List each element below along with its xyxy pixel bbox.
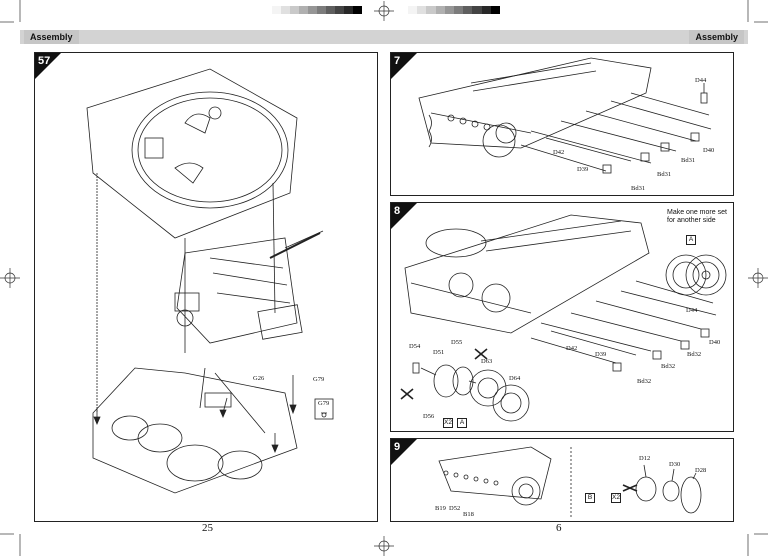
label-g79: G79 [313, 376, 325, 383]
color-strip-right [408, 6, 501, 14]
label-d54: D54 [409, 343, 421, 350]
label-d55: D55 [451, 339, 463, 346]
label-d63: D63 [481, 358, 493, 365]
label-d51: D51 [433, 349, 445, 356]
label-bd31-c: Bd31 [681, 157, 696, 164]
label-bd32-b: Bd32 [661, 363, 676, 370]
quantity-x2-box: X2 [443, 418, 453, 428]
header-right-title: Assembly [689, 30, 744, 44]
label-d64: D64 [509, 375, 521, 382]
label-bd31-b: Bd31 [657, 171, 672, 178]
header-bar [20, 30, 748, 44]
step-8-illustration [400, 214, 727, 422]
step-7-number: 7 [394, 55, 401, 67]
step-8-note: Make one more set for another side [667, 209, 727, 224]
label-bd32-a: Bd32 [637, 378, 652, 385]
step-8-number: 8 [394, 205, 401, 217]
label-d39: D39 [577, 166, 589, 173]
step-9-number: 9 [394, 441, 401, 453]
callout-a: A [686, 235, 696, 245]
label-d40: D40 [703, 147, 715, 154]
header-left-title: Assembly [24, 30, 79, 44]
label-d28: D28 [695, 467, 707, 474]
label-d30: D30 [669, 461, 681, 468]
step-8-badge: 8 [391, 203, 417, 229]
label-d44: D44 [686, 307, 698, 314]
label-d52: D52 [449, 505, 461, 512]
label-d42: D42 [566, 345, 578, 352]
label-g79-box: G79 [318, 400, 330, 407]
label-d40: D40 [709, 339, 721, 346]
label-bd31-a: Bd31 [631, 185, 646, 192]
page-number-right: 6 [556, 522, 562, 534]
step-7-illustration [418, 57, 712, 174]
label-d44: D44 [695, 77, 707, 84]
step-57-illustration [86, 68, 334, 494]
label-d39: D39 [595, 351, 607, 358]
label-d56: D56 [423, 413, 435, 420]
page-number-left: 25 [202, 522, 213, 534]
quantity-x2-box: X2 [611, 493, 621, 503]
callout-a-box: A [457, 418, 467, 428]
callout-b-box: B [585, 493, 595, 503]
step-7-badge: 7 [391, 53, 417, 79]
step-8-panel: 8 [390, 202, 734, 432]
label-bd32-c: Bd32 [687, 351, 702, 358]
step-9-illustration [438, 446, 702, 517]
step-9-panel: 9 B19 D52 B18 D12 D30 D28 B X2 [390, 438, 734, 522]
step-9-badge: 9 [391, 439, 417, 465]
label-g26: G26 [253, 375, 265, 382]
label-b18: B18 [463, 511, 474, 518]
step-7-panel: 7 D44 D42 D39 Bd31 [390, 52, 734, 196]
label-b19: B19 [435, 505, 446, 512]
step-57-number: 57 [38, 55, 51, 67]
label-d42: D42 [553, 149, 565, 156]
color-strip-left [272, 6, 362, 14]
step-57-panel: 57 [34, 52, 378, 522]
step-57-badge: 57 [35, 53, 61, 79]
label-d12: D12 [639, 455, 651, 462]
